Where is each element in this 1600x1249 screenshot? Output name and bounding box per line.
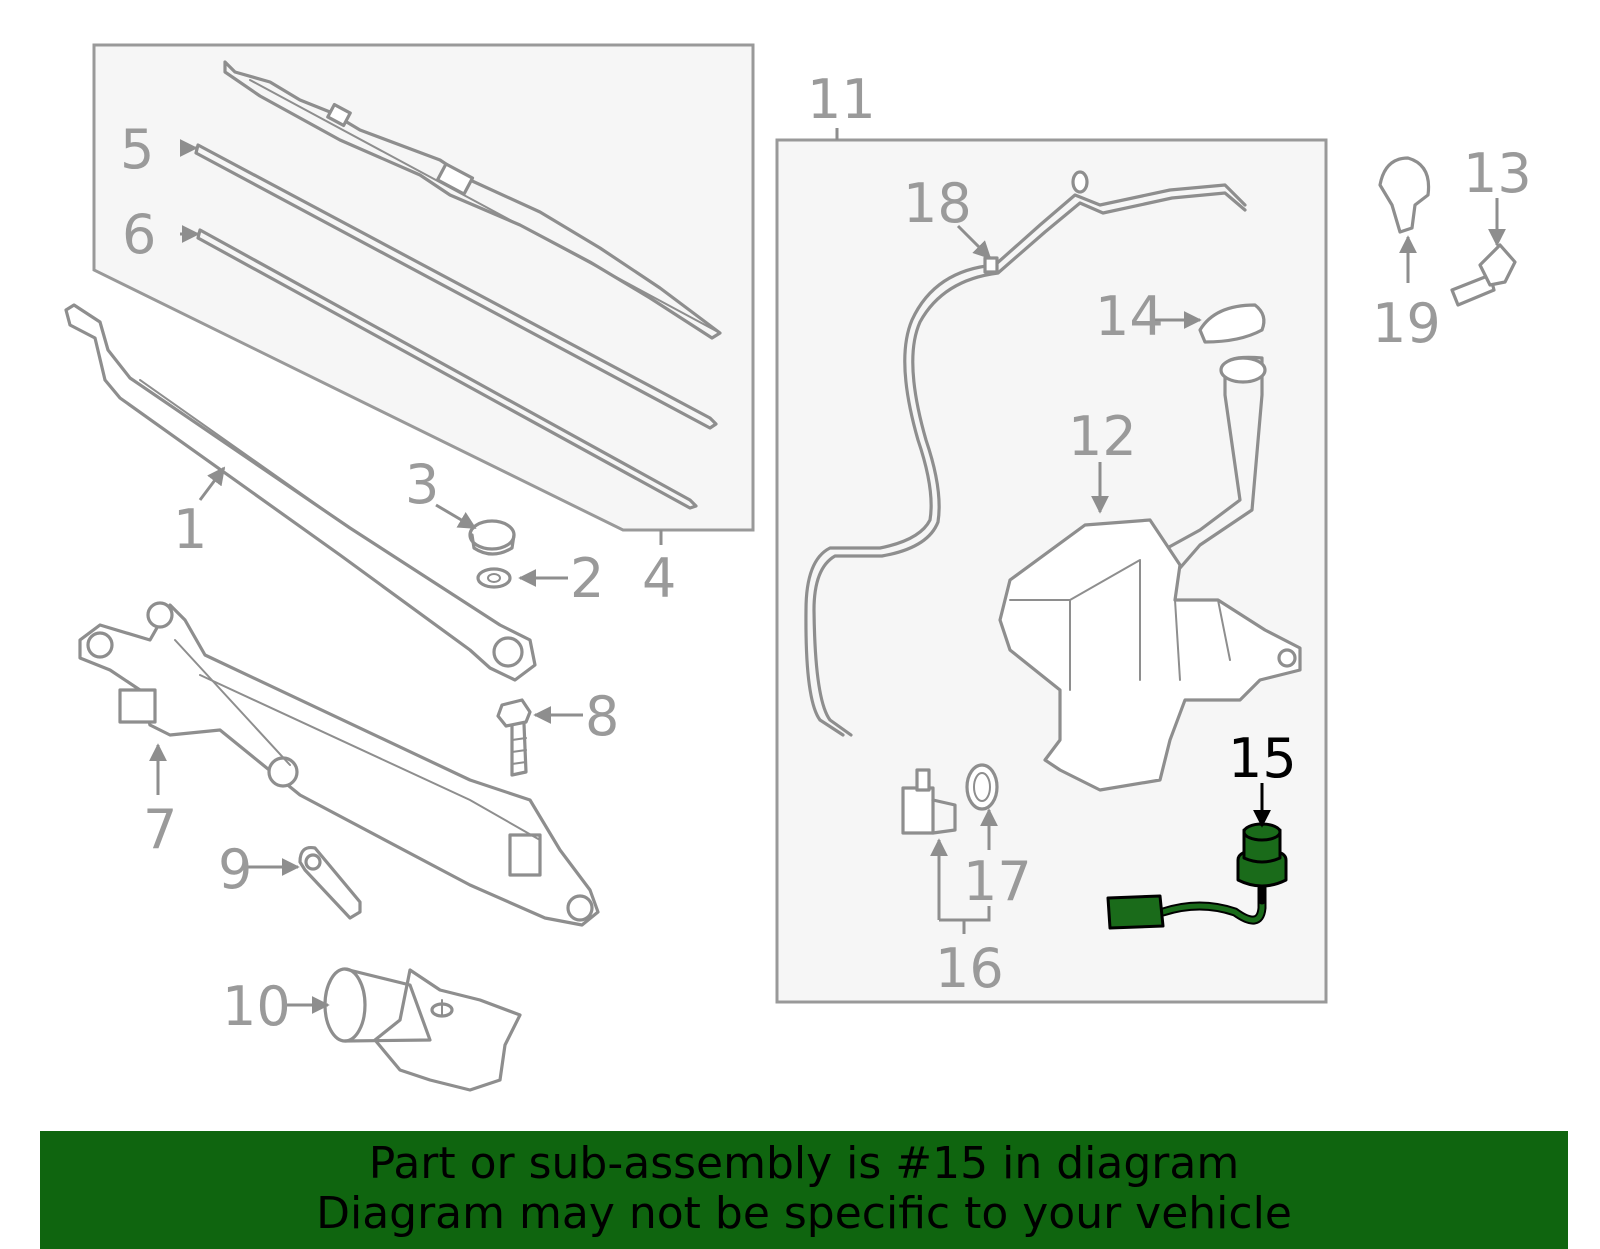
callout-16: 16 bbox=[935, 937, 1004, 1000]
cap-nut bbox=[468, 519, 516, 589]
callout-12: 12 bbox=[1068, 405, 1137, 468]
nozzle-cap bbox=[1378, 156, 1431, 234]
wiper-blade bbox=[223, 60, 722, 340]
callout-11: 11 bbox=[807, 68, 876, 131]
callout-4: 4 bbox=[642, 547, 676, 610]
leader-lines bbox=[149, 139, 1506, 1014]
washer-hose bbox=[804, 170, 1247, 737]
banner-line-1: Part or sub-assembly is #15 in diagram bbox=[368, 1138, 1240, 1189]
callout-13: 13 bbox=[1463, 142, 1532, 205]
banner-line-2: Diagram may not be specific to your vehi… bbox=[316, 1188, 1292, 1239]
callout-2: 2 bbox=[570, 547, 604, 610]
callout-5: 5 bbox=[120, 118, 154, 181]
callout-8: 8 bbox=[585, 685, 619, 748]
callout-17: 17 bbox=[963, 850, 1032, 913]
pump-seal bbox=[965, 763, 999, 811]
callout-1: 1 bbox=[173, 498, 207, 561]
callout-15: 15 bbox=[1228, 727, 1297, 790]
wiper-arm bbox=[64, 303, 537, 682]
callout-10: 10 bbox=[222, 975, 291, 1038]
callout-7: 7 bbox=[143, 798, 177, 861]
washer-reservoir bbox=[998, 355, 1302, 792]
callout-14: 14 bbox=[1095, 285, 1164, 348]
callout-18: 18 bbox=[903, 172, 972, 235]
callout-19: 19 bbox=[1372, 292, 1441, 355]
callout-3: 3 bbox=[405, 453, 439, 516]
info-banner: Part or sub-assembly is #15 in diagram D… bbox=[40, 1131, 1568, 1249]
link-9 bbox=[298, 845, 362, 920]
callout-9: 9 bbox=[218, 838, 252, 901]
wiper-motor bbox=[323, 967, 522, 1092]
wiper-linkage bbox=[78, 601, 600, 927]
bolt-13 bbox=[1450, 243, 1517, 307]
reservoir-cap bbox=[1198, 303, 1266, 344]
blade-assembly-box bbox=[92, 43, 755, 545]
bolt-8 bbox=[496, 698, 532, 777]
washer-pump bbox=[901, 768, 957, 835]
callout-labels: 1 2 3 4 5 6 7 8 9 10 11 12 13 14 15 16 1… bbox=[120, 68, 1532, 1038]
callout-6: 6 bbox=[122, 203, 156, 266]
level-sensor-highlighted[interactable] bbox=[1106, 822, 1288, 930]
